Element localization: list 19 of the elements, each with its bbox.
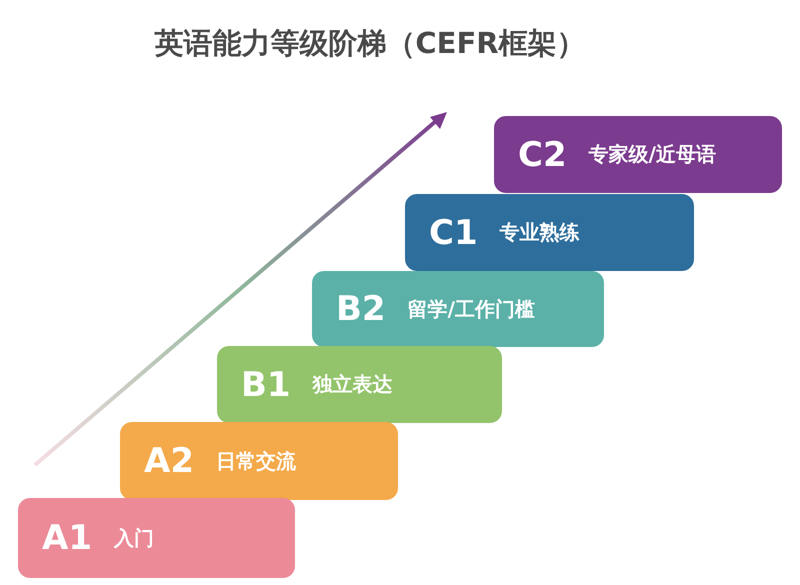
level-code: B2: [336, 289, 386, 329]
level-step: [494, 116, 782, 193]
level-step: [217, 346, 502, 423]
level-code: A2: [144, 441, 194, 481]
level-step: [312, 271, 604, 347]
level-description: 独立表达: [312, 371, 393, 398]
level-step: [18, 498, 295, 578]
level-code: A1: [42, 518, 92, 558]
level-description: 留学/工作门槛: [408, 296, 535, 322]
level-description: 专业熟练: [500, 219, 580, 246]
level-code: C1: [429, 212, 478, 252]
level-description: 日常交流: [216, 448, 296, 474]
level-description: 入门: [114, 524, 154, 552]
level-description: 专家级/近母语: [588, 141, 716, 168]
level-step: [120, 422, 398, 500]
level-step: [405, 194, 694, 271]
title: 英语能力等级阶梯（CEFR框架）: [153, 25, 587, 62]
level-code: B1: [241, 364, 291, 404]
level-code: C2: [518, 134, 567, 174]
